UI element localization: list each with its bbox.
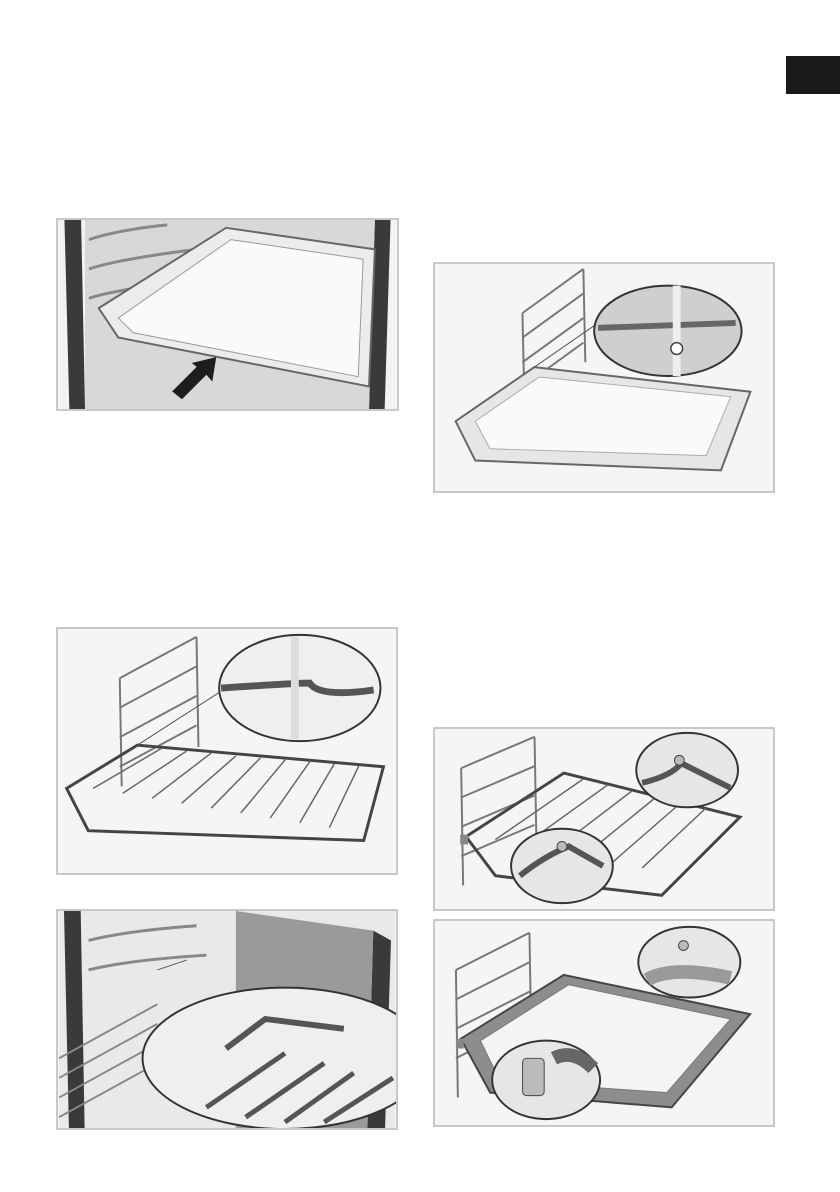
fig-wire-rack-on-supports (56, 627, 398, 875)
wire-rack-oven-illustration (58, 911, 396, 1128)
magnifier-detail (594, 286, 741, 376)
fig-tray-sliding-into-oven (56, 218, 399, 411)
magnifier-detail (492, 1041, 600, 1119)
wire-rack-telescopic-illustration (435, 729, 773, 909)
wire-rack-supports-illustration (58, 629, 396, 873)
tray-supports-illustration (435, 264, 773, 491)
magnifier-detail (636, 733, 738, 807)
tray-telescopic-illustration (435, 921, 773, 1125)
fig-wire-rack-inside-oven (56, 909, 398, 1130)
magnifier-detail (638, 927, 740, 998)
oven-tray-illustration (58, 220, 397, 409)
language-tab (786, 56, 840, 94)
fig-tray-on-telescopic-rails (433, 919, 775, 1127)
fig-tray-on-shelf-supports (433, 262, 775, 493)
fig-wire-rack-on-telescopic-rails (433, 727, 775, 911)
